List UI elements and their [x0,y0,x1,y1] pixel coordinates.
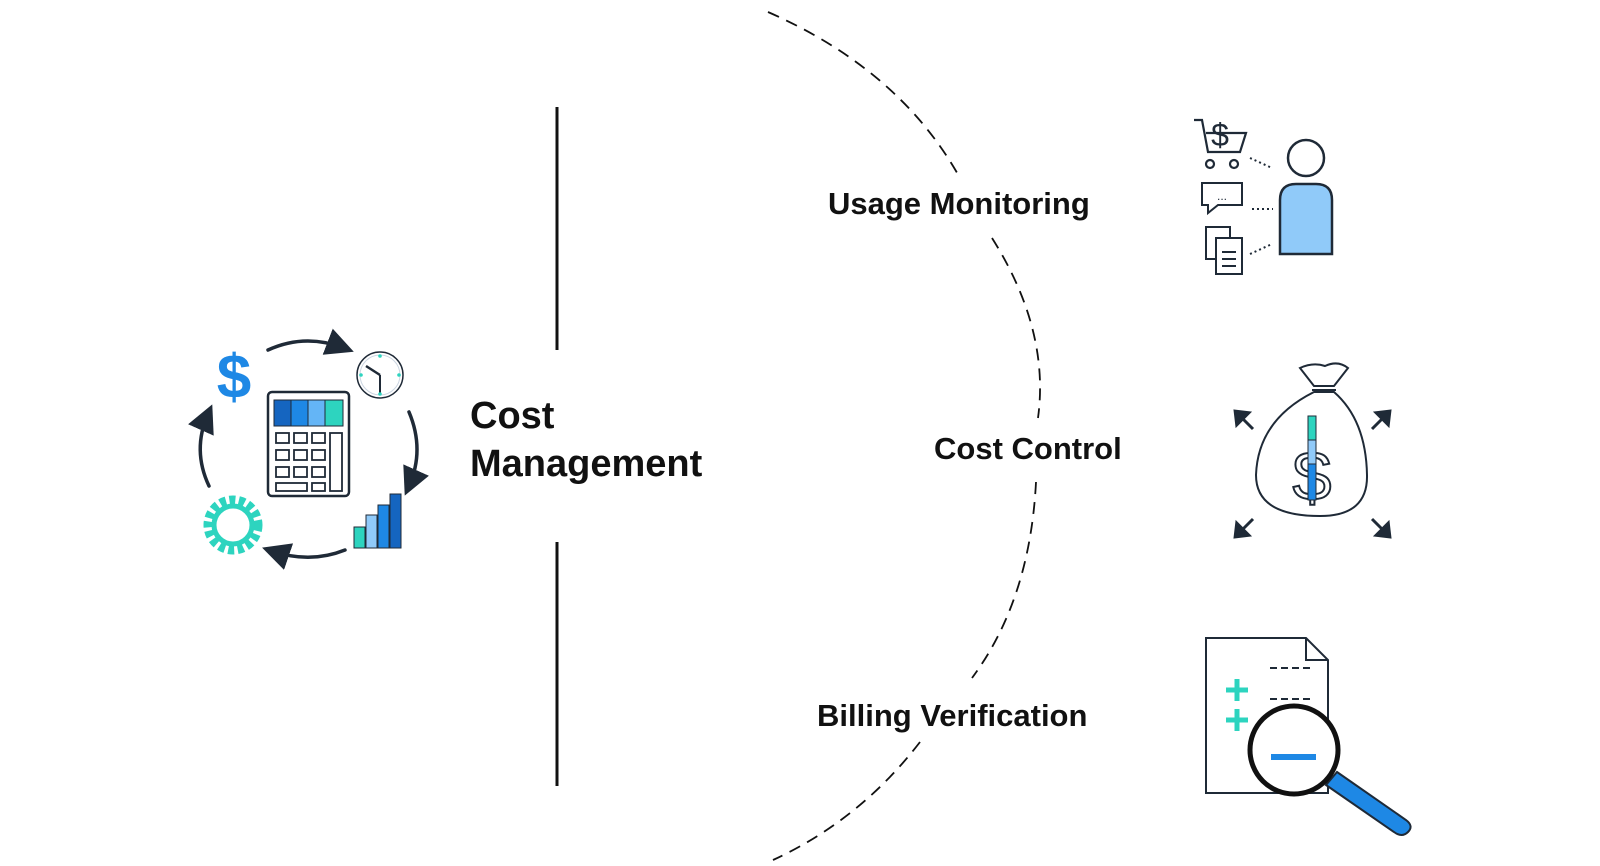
expand-arrows-icon [1233,409,1392,539]
clock-icon [356,351,404,399]
user-activity-icon: $ ... [1194,117,1334,275]
money-bag-icon: $ [1233,362,1392,539]
calculator-icon [266,390,351,498]
title-line-1: Cost [470,395,555,437]
svg-text:$: $ [217,343,251,412]
dashed-arc [767,11,1041,861]
label-billing-verification: Billing Verification [817,698,1088,733]
svg-text:...: ... [1217,189,1227,203]
label-usage-monitoring: Usage Monitoring [828,186,1090,221]
bar-chart-icon [353,493,402,549]
cart-icon [1194,118,1248,170]
title-line-2: Management [470,443,703,485]
cycle-arrows-icon [188,328,429,570]
chat-icon: ... [1201,182,1243,216]
dollar-icon: $ [217,343,251,412]
label-cost-control: Cost Control [934,431,1122,466]
page-title: Cost Management [470,392,702,488]
gear-icon [203,495,263,555]
cart-dollar-icon: $ [1211,117,1229,153]
magnifier-icon [1247,703,1412,836]
cost-cycle-icon: $ [188,328,429,570]
documents-icon [1205,226,1243,275]
person-icon [1278,138,1334,256]
bill-magnifier-icon [1205,637,1412,836]
